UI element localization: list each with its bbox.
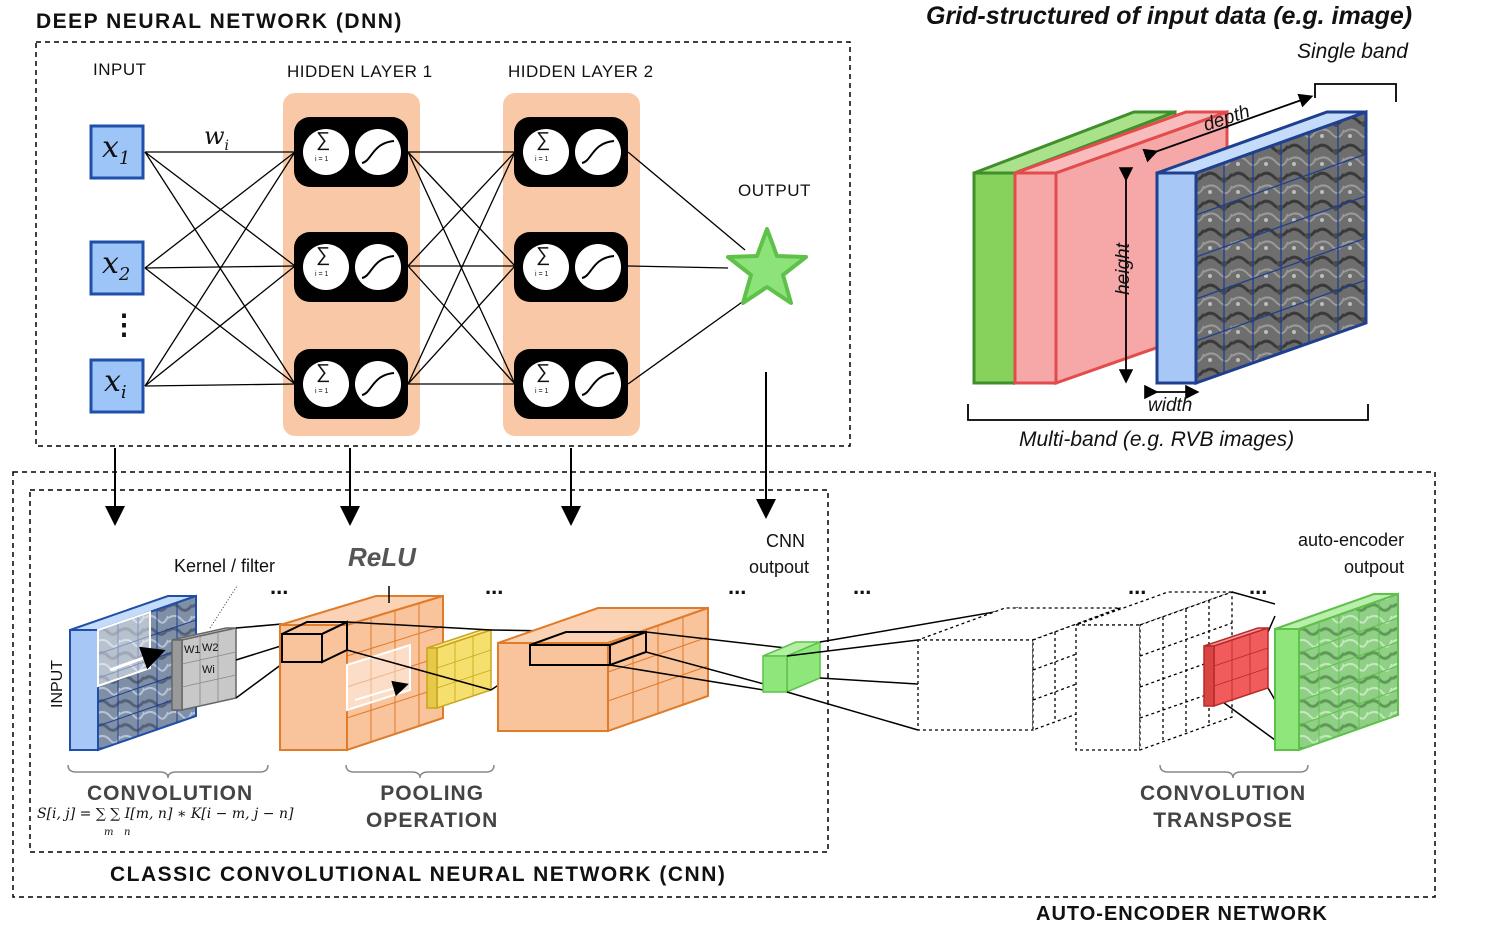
kernel-w2: W2 — [202, 642, 219, 654]
sum-index: i = 1 — [315, 271, 329, 278]
input-ellipsis: ⋮ — [110, 309, 138, 340]
ellipsis: ... — [1128, 574, 1147, 599]
sum-index: i = 1 — [535, 388, 549, 395]
single-band-grid — [1195, 122, 1367, 373]
connections-hidden1-hidden2 — [407, 151, 516, 385]
kernel-filter — [171, 585, 238, 711]
ellipsis: ... — [728, 574, 747, 599]
neuron — [514, 349, 628, 419]
output-star-icon — [726, 227, 808, 305]
connections-hidden2-output — [627, 151, 746, 385]
braces — [67, 764, 1309, 779]
formula-sub-n: n — [124, 827, 131, 838]
kernel-label: Kernel / filter — [174, 556, 276, 576]
neuron — [514, 117, 628, 187]
hidden-layer-2-label: HIDDEN LAYER 2 — [508, 62, 654, 81]
input-x2-label: x2 — [102, 246, 131, 285]
width-label: width — [1148, 395, 1193, 416]
autoencoder-frame — [12, 471, 1436, 898]
sum-symbol-icon: ∑ — [536, 361, 551, 383]
hidden-layer-1-label: HIDDEN LAYER 1 — [287, 62, 433, 81]
input-node-x2 — [89, 240, 145, 296]
convolution-formula: S[i, j] = ∑ ∑ I[m, n] ∗ K[i − m, j − n] — [37, 806, 294, 822]
feature-map-1 — [279, 586, 444, 752]
neuron — [294, 117, 408, 187]
autoencoder-title: AUTO-ENCODER NETWORK — [1036, 903, 1328, 925]
input-node-xi — [89, 358, 145, 414]
multi-band-label: Multi-band (e.g. RVB images) — [1019, 428, 1295, 451]
convolution-label: CONVOLUTION — [87, 782, 254, 805]
cnn-title: CLASSIC CONVOLUTIONAL NEURAL NETWORK (CN… — [110, 863, 727, 886]
cnn-output-code — [762, 640, 821, 694]
relu-label: ReLU — [348, 542, 416, 572]
dnn-input-label: INPUT — [93, 60, 147, 79]
dnn-frame — [35, 41, 851, 447]
sum-symbol-icon: ∑ — [316, 129, 331, 151]
dnn-to-cnn-arrows — [105, 372, 776, 526]
height-label: height — [1112, 243, 1134, 295]
feature-map-2 — [497, 606, 709, 733]
kernel-w1: W1 — [184, 644, 201, 656]
sum-index: i = 1 — [315, 156, 329, 163]
sum-index: i = 1 — [535, 156, 549, 163]
neuron — [514, 232, 628, 302]
dnn-output-label: OUTPUT — [738, 181, 811, 200]
grid-title: Grid-structured of input data (e.g. imag… — [926, 2, 1413, 30]
transpose-kernel — [1203, 626, 1269, 708]
sum-symbol-icon: ∑ — [536, 244, 551, 266]
dimension-markers — [967, 83, 1397, 421]
neurons — [294, 117, 628, 419]
ellipsis: ... — [1249, 574, 1268, 599]
pooling-block — [426, 628, 492, 710]
sum-index: i = 1 — [535, 271, 549, 278]
sum-symbol-icon: ∑ — [536, 129, 551, 151]
ellipsis: ... — [853, 574, 872, 599]
autoencoder-output-image — [1274, 592, 1399, 752]
formula-sub-m: m — [104, 827, 114, 838]
ellipsis: ... — [270, 574, 289, 599]
connections-input-hidden1 — [144, 151, 296, 387]
input-xi-label: xi — [104, 364, 127, 403]
input-node-x1 — [89, 124, 145, 180]
dnn-title: DEEP NEURAL NETWORK (DNN) — [36, 10, 403, 33]
cnn-frame — [29, 489, 829, 853]
ellipsis: ... — [485, 574, 504, 599]
input-x1-label: x1 — [102, 130, 131, 169]
cnn-input-label: INPUT — [49, 660, 66, 708]
neuron — [294, 232, 408, 302]
sum-symbol-icon: ∑ — [316, 361, 331, 383]
weight-label: wi — [204, 122, 230, 154]
single-band-label: Single band — [1297, 40, 1408, 63]
sum-symbol-icon: ∑ — [316, 244, 331, 266]
decoder-block-2 — [1075, 591, 1233, 751]
sum-index: i = 1 — [315, 388, 329, 395]
multiband-stack — [972, 109, 1368, 386]
kernel-wi: Wi — [202, 664, 215, 676]
neuron — [294, 349, 408, 419]
